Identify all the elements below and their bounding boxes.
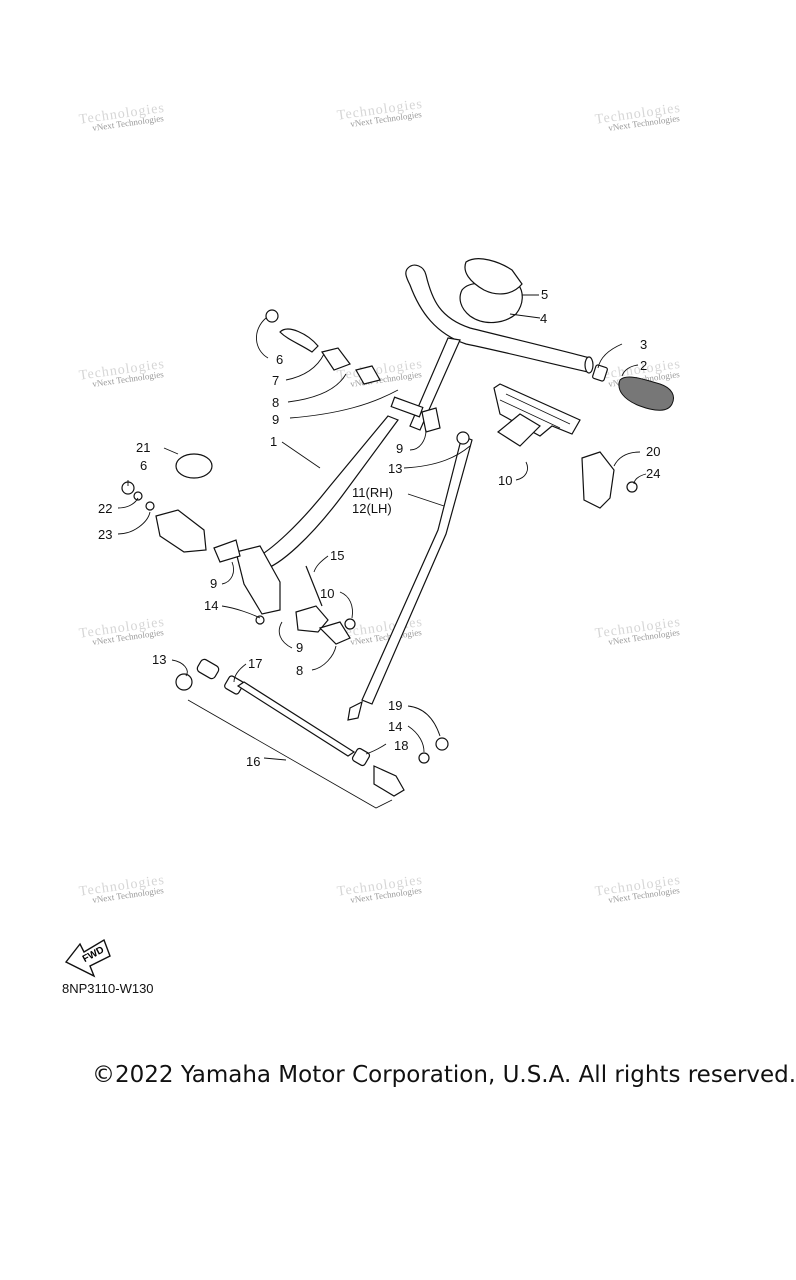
callout-8: 8 <box>272 395 279 410</box>
callout-5: 5 <box>541 287 548 302</box>
callout-10: 10 <box>320 586 334 601</box>
handlebar <box>405 264 594 374</box>
callout-18: 18 <box>394 738 408 753</box>
callout-13: 13 <box>152 652 166 667</box>
leader-lines <box>117 294 647 761</box>
callout-labels: 5 4 3 2 6 7 8 9 9 1 13 11(RH) 12(LH) 10 … <box>98 287 660 769</box>
steering-column <box>390 337 461 431</box>
callout-4: 4 <box>540 311 547 326</box>
switch-bracket <box>493 383 581 447</box>
callout-21: 21 <box>136 440 150 455</box>
callout-8: 8 <box>296 663 303 678</box>
parts-diagram: 5 4 3 2 6 7 8 9 9 1 13 11(RH) 12(LH) 10 … <box>64 258 674 978</box>
callout-14: 14 <box>388 719 402 734</box>
tie-rod <box>347 431 473 721</box>
grip-cover <box>459 258 523 324</box>
callout-9: 9 <box>396 441 403 456</box>
lower-pivot-bracket <box>213 539 356 645</box>
copyright-notice: ©2022 Yamaha Motor Corporation, U.S.A. A… <box>92 1062 796 1088</box>
callout-6: 6 <box>140 458 147 473</box>
callout-1: 1 <box>270 434 277 449</box>
callout-17: 17 <box>248 656 262 671</box>
callout-7: 7 <box>272 373 279 388</box>
callout-15: 15 <box>330 548 344 563</box>
callout-3: 3 <box>640 337 647 352</box>
callout-10: 10 <box>498 473 512 488</box>
diagram-code: 8NP3110-W130 <box>62 981 154 996</box>
callout-19: 19 <box>388 698 402 713</box>
callout-12: 12(LH) <box>352 501 392 516</box>
upper-left-hardware <box>265 309 441 433</box>
callout-20: 20 <box>646 444 660 459</box>
callout-9: 9 <box>272 412 279 427</box>
callout-14: 14 <box>204 598 218 613</box>
throttle-grip <box>592 364 674 411</box>
callout-16: 16 <box>246 754 260 769</box>
callout-11: 11(RH) <box>352 485 393 500</box>
callout-22: 22 <box>98 501 112 516</box>
side-mount-bracket <box>581 451 638 509</box>
callout-9: 9 <box>210 576 217 591</box>
fwd-arrow-icon: FWD <box>64 938 111 978</box>
callout-6: 6 <box>276 352 283 367</box>
callout-2: 2 <box>640 358 647 373</box>
callout-9: 9 <box>296 640 303 655</box>
lower-rod-assembly <box>175 658 449 809</box>
callout-24: 24 <box>646 466 660 481</box>
callout-13: 13 <box>388 461 402 476</box>
callout-23: 23 <box>98 527 112 542</box>
left-clamp-assembly <box>121 453 213 553</box>
